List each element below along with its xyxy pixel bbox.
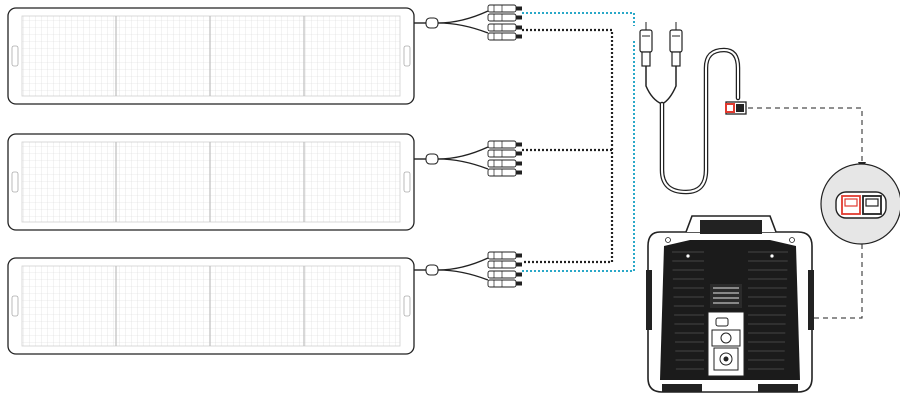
mc4-branch-connector-icon bbox=[414, 141, 522, 176]
solar-panel-icon bbox=[8, 134, 414, 230]
power-station-icon bbox=[646, 216, 814, 392]
anderson-port-icon bbox=[821, 164, 900, 244]
solar-panel-icon bbox=[8, 8, 414, 104]
positive-wire-run bbox=[522, 13, 634, 271]
mc4-branch-connector-icon bbox=[414, 5, 522, 40]
negative-wire-run bbox=[522, 30, 612, 262]
solar-panel-icon bbox=[8, 258, 414, 354]
mc4-to-anderson-cable-icon bbox=[640, 22, 746, 192]
mc4-branch-connector-icon bbox=[414, 252, 522, 287]
